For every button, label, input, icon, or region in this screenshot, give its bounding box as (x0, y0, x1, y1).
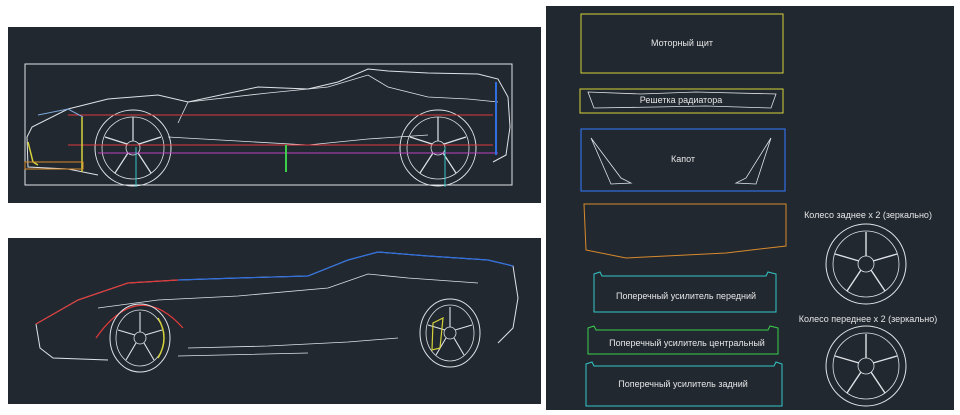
parts-front-wheel (825, 325, 907, 407)
parts-layout-panel: Моторный щит Решетка радиатора Капот Поп… (546, 6, 954, 410)
parts-svg (579, 13, 907, 407)
front-brace-part (593, 271, 777, 313)
car-body-outline (26, 68, 511, 176)
parts-rear-wheel (825, 223, 907, 305)
center-brace-label: Поперечный усилитель центральный (609, 338, 765, 348)
persp-body-outline (35, 251, 519, 361)
orange-bumper (24, 161, 84, 170)
persp-blue-roof (177, 251, 514, 281)
persp-red-arch (95, 304, 184, 339)
hood-part (580, 128, 786, 192)
window-line (187, 74, 499, 103)
bounding-frame (24, 63, 513, 186)
side-rear-wheel (94, 109, 172, 187)
persp-red-fender (35, 279, 179, 325)
perspective-svg (35, 251, 519, 373)
persp-rear-wheel (109, 303, 171, 373)
grille-part (579, 88, 784, 114)
firewall-part (580, 13, 784, 74)
hood-vents (590, 137, 772, 185)
door-line (167, 101, 429, 146)
hood-label: Капот (670, 154, 696, 164)
rear-wheel-label: Колесо заднее х 2 (зеркально) (804, 210, 932, 220)
front-wheel-label: Колесо переднее х 2 (зеркально) (798, 314, 938, 324)
rear-brace-label: Поперечный усилитель задний (618, 379, 748, 389)
side-front-wheel (399, 109, 477, 187)
persp-window-line (97, 273, 479, 309)
perspective-view-drawing (8, 238, 541, 404)
grille-inner (587, 91, 777, 109)
persp-front-wheel (419, 298, 481, 368)
rear-brace-part (585, 361, 783, 407)
persp-sill-line (177, 337, 399, 357)
firewall-label: Моторный щит (651, 38, 713, 48)
front-brace-label: Поперечный усилитель передний (615, 291, 757, 301)
side-view-drawing (8, 27, 541, 203)
grille-label: Решетка радиатора (639, 95, 723, 105)
center-brace-part (587, 325, 779, 355)
orange-panel-part (583, 203, 787, 259)
side-view-svg (24, 63, 513, 187)
blue-fender-line (37, 108, 84, 118)
